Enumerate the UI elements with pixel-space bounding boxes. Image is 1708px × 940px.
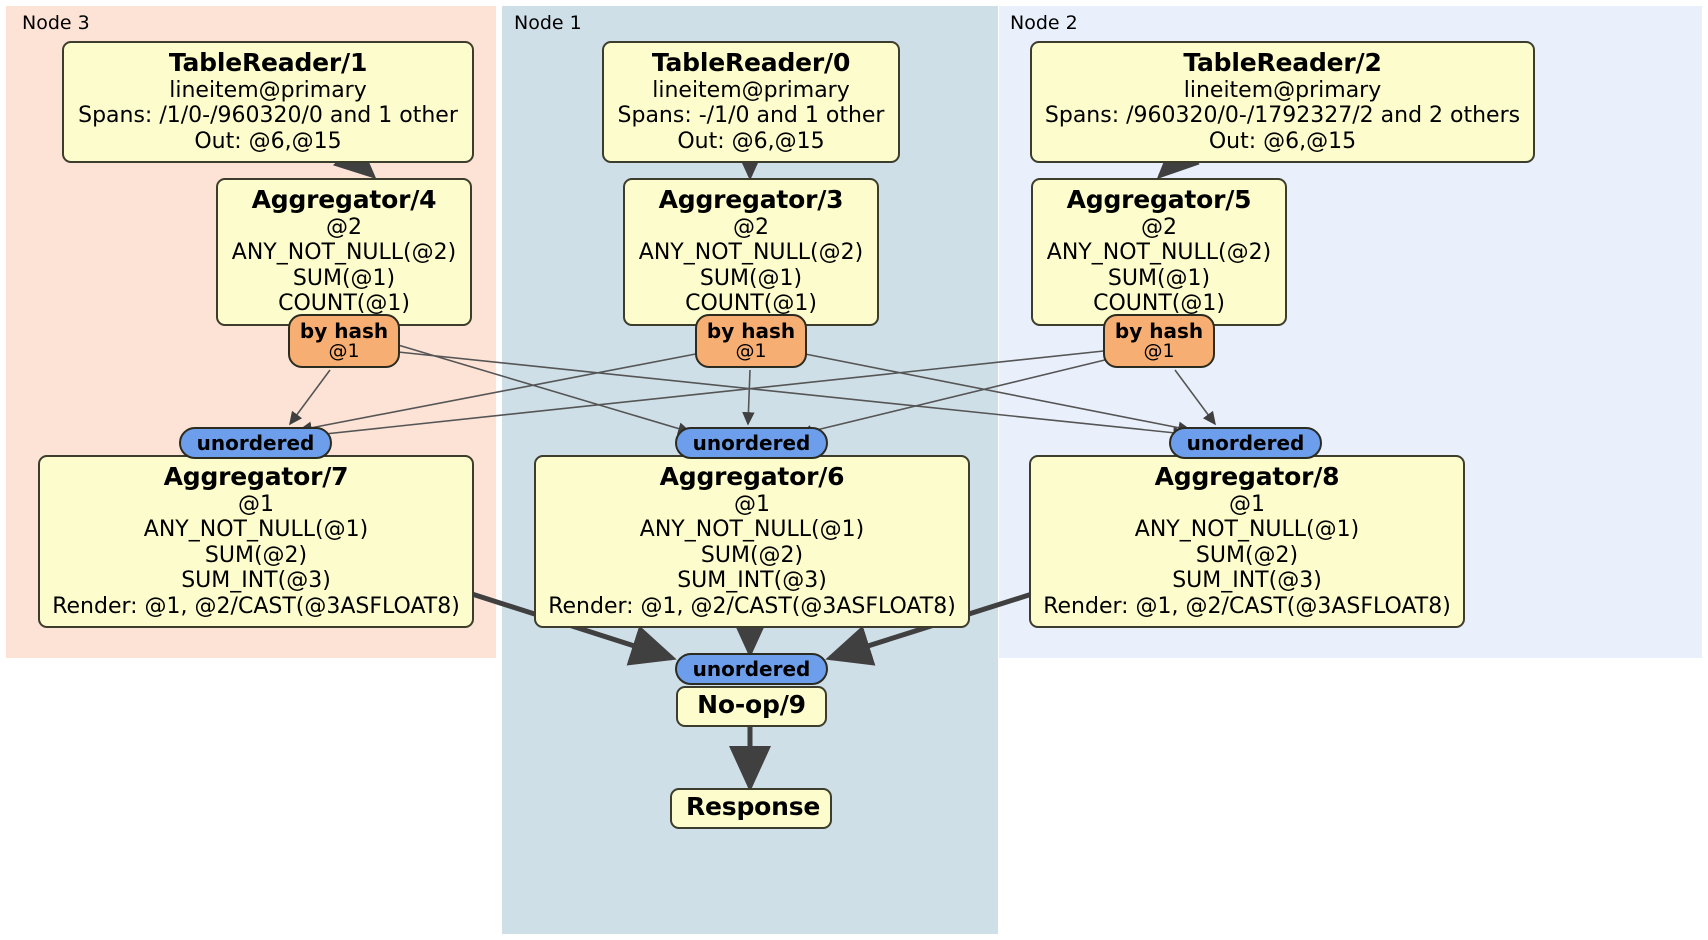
processor-title: Aggregator/8 bbox=[1154, 462, 1340, 491]
processor-noop-9[interactable]: No-op/9 bbox=[676, 686, 827, 727]
processor-line: Spans: /960320/0-/1792327/2 and 2 others bbox=[1044, 103, 1521, 129]
processor-line: SUM(@1) bbox=[1107, 265, 1211, 291]
router-column-label: @1 bbox=[1143, 339, 1175, 362]
processor-aggregator-7[interactable]: Aggregator/7 @1 ANY_NOT_NULL(@1) SUM(@2)… bbox=[38, 455, 474, 629]
router-column-label: @1 bbox=[735, 339, 767, 362]
processor-aggregator-4[interactable]: Aggregator/4 @2 ANY_NOT_NULL(@2) SUM(@1)… bbox=[216, 178, 472, 326]
router-by-hash-aggregator-5[interactable]: by hash @1 bbox=[1103, 314, 1215, 368]
processor-title: Aggregator/7 bbox=[163, 462, 349, 491]
processor-line: COUNT(@1) bbox=[278, 291, 410, 317]
processor-line: SUM(@1) bbox=[699, 265, 803, 291]
processor-title: Aggregator/3 bbox=[658, 185, 844, 214]
processor-line: SUM(@2) bbox=[1195, 542, 1299, 568]
processor-line: SUM(@1) bbox=[292, 265, 396, 291]
processor-line: Out: @6,@15 bbox=[677, 128, 825, 154]
processor-line: lineitem@primary bbox=[169, 77, 367, 103]
processor-line: SUM_INT(@3) bbox=[1172, 568, 1322, 594]
router-type-label: unordered bbox=[692, 656, 811, 681]
node-region-node3-label: Node 3 bbox=[22, 12, 90, 34]
router-type-label: by hash bbox=[1114, 318, 1204, 343]
processor-title: Aggregator/6 bbox=[659, 462, 845, 491]
router-unordered-aggregator-7[interactable]: unordered bbox=[179, 427, 332, 459]
router-type-label: unordered bbox=[196, 430, 315, 455]
processor-line: COUNT(@1) bbox=[685, 291, 817, 317]
processor-table-reader-2[interactable]: TableReader/2 lineitem@primary Spans: /9… bbox=[1030, 41, 1535, 164]
processor-line: ANY_NOT_NULL(@1) bbox=[1134, 517, 1360, 543]
processor-aggregator-8[interactable]: Aggregator/8 @1 ANY_NOT_NULL(@1) SUM(@2)… bbox=[1029, 455, 1465, 629]
processor-aggregator-6[interactable]: Aggregator/6 @1 ANY_NOT_NULL(@1) SUM(@2)… bbox=[534, 455, 970, 629]
router-column-label: @1 bbox=[328, 339, 360, 362]
processor-line: @1 bbox=[734, 491, 770, 517]
processor-table-reader-0[interactable]: TableReader/0 lineitem@primary Spans: -/… bbox=[602, 41, 900, 164]
processor-line: Render: @1, @2/CAST(@3ASFLOAT8) bbox=[548, 593, 956, 619]
processor-line: Render: @1, @2/CAST(@3ASFLOAT8) bbox=[1043, 593, 1451, 619]
processor-line: SUM_INT(@3) bbox=[181, 568, 331, 594]
processor-line: lineitem@primary bbox=[1183, 77, 1382, 103]
processor-line: SUM(@2) bbox=[204, 542, 308, 568]
processor-line: SUM_INT(@3) bbox=[677, 568, 827, 594]
processor-line: @2 bbox=[1141, 214, 1177, 240]
processor-line: Out: @6,@15 bbox=[194, 128, 342, 154]
router-unordered-aggregator-8[interactable]: unordered bbox=[1169, 427, 1322, 459]
processor-line: @2 bbox=[733, 214, 769, 240]
processor-line: ANY_NOT_NULL(@1) bbox=[143, 517, 369, 543]
processor-line: @1 bbox=[238, 491, 274, 517]
processor-line: COUNT(@1) bbox=[1093, 291, 1225, 317]
router-type-label: unordered bbox=[692, 430, 811, 455]
processor-aggregator-3[interactable]: Aggregator/3 @2 ANY_NOT_NULL(@2) SUM(@1)… bbox=[623, 178, 879, 326]
processor-line: lineitem@primary bbox=[652, 77, 850, 103]
processor-aggregator-5[interactable]: Aggregator/5 @2 ANY_NOT_NULL(@2) SUM(@1)… bbox=[1031, 178, 1287, 326]
processor-line: ANY_NOT_NULL(@2) bbox=[1046, 240, 1272, 266]
router-by-hash-aggregator-4[interactable]: by hash @1 bbox=[288, 314, 400, 368]
node-region-node1-label: Node 1 bbox=[514, 12, 582, 34]
processor-line: ANY_NOT_NULL(@1) bbox=[639, 517, 865, 543]
router-unordered-final[interactable]: unordered bbox=[675, 653, 828, 685]
node-region-node2-label: Node 2 bbox=[1010, 12, 1078, 34]
processor-table-reader-1[interactable]: TableReader/1 lineitem@primary Spans: /1… bbox=[62, 41, 474, 164]
processor-title: Aggregator/4 bbox=[251, 185, 437, 214]
processor-title: No-op/9 bbox=[697, 690, 806, 719]
router-type-label: by hash bbox=[299, 318, 389, 343]
processor-line: ANY_NOT_NULL(@2) bbox=[638, 240, 864, 266]
processor-line: SUM(@2) bbox=[700, 542, 804, 568]
processor-line: @2 bbox=[326, 214, 362, 240]
processor-title: Aggregator/5 bbox=[1066, 185, 1252, 214]
processor-line: Out: @6,@15 bbox=[1208, 128, 1357, 154]
router-by-hash-aggregator-3[interactable]: by hash @1 bbox=[695, 314, 807, 368]
processor-line: Spans: -/1/0 and 1 other bbox=[617, 103, 885, 129]
processor-title: TableReader/1 bbox=[168, 48, 368, 77]
processor-title: TableReader/0 bbox=[651, 48, 851, 77]
router-type-label: by hash bbox=[706, 318, 796, 343]
router-unordered-aggregator-6[interactable]: unordered bbox=[675, 427, 828, 459]
router-type-label: unordered bbox=[1186, 430, 1305, 455]
processor-line: @1 bbox=[1229, 491, 1265, 517]
processor-line: Spans: /1/0-/960320/0 and 1 other bbox=[78, 103, 458, 129]
processor-title: Response bbox=[686, 792, 821, 821]
processor-title: TableReader/2 bbox=[1183, 48, 1382, 77]
processor-line: ANY_NOT_NULL(@2) bbox=[231, 240, 457, 266]
processor-response[interactable]: Response bbox=[670, 788, 832, 829]
processor-line: Render: @1, @2/CAST(@3ASFLOAT8) bbox=[52, 593, 460, 619]
